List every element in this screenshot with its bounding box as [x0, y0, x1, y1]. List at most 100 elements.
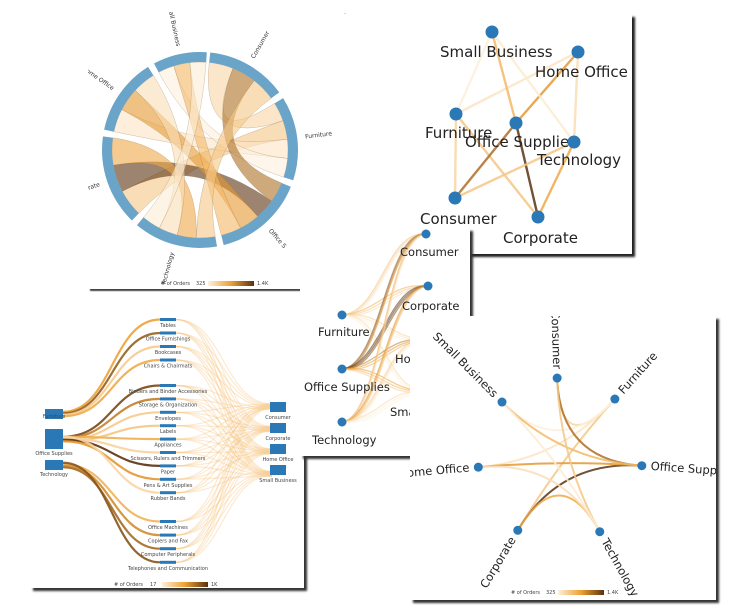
force-node-technology[interactable]	[567, 135, 581, 149]
sankey-node-technology[interactable]	[45, 460, 63, 470]
sankey-link-office-furnishings-corporate	[175, 332, 273, 429]
sankey-node-telephones-and-communication[interactable]	[160, 560, 176, 564]
sankey-link-scissors-rulers-and-trimmers-consumer	[175, 406, 273, 454]
sankey-link-office-supplies-appliances	[62, 435, 161, 441]
chord-arc-consumer[interactable]	[209, 52, 280, 99]
sankey-link-labels-consumer	[175, 404, 273, 427]
sankey-node-chairs-chairmats[interactable]	[160, 358, 176, 362]
radial-edge-technology-small-business	[501, 401, 601, 533]
radial-node-furniture[interactable]	[610, 394, 620, 404]
sankey-label-telephones-and-communication: Telephones and Communication	[127, 566, 208, 572]
sankey-link-tables-consumer	[175, 318, 273, 405]
radial-label-corporate: Corporate	[477, 534, 519, 590]
force-edge-office-supplies-home-office	[515, 51, 579, 124]
radial-edge-technology-consumer	[556, 378, 601, 533]
sankey-node-furniture[interactable]	[45, 409, 63, 419]
sankey-link-scissors-rulers-and-trimmers-home-office	[175, 451, 273, 454]
chord-arc-home-office[interactable]	[104, 66, 154, 132]
legend-gradient	[208, 281, 254, 286]
legend-max: 1.4K	[607, 590, 619, 596]
sankey-node-home-office[interactable]	[270, 444, 286, 454]
force-node-small-business[interactable]	[485, 25, 499, 39]
sankey-link-pens-art-supplies-home-office	[175, 453, 273, 480]
force-node-home-office[interactable]	[571, 45, 585, 59]
sankey-link-computer-peripherals-consumer	[175, 406, 273, 550]
bipartite-node-corporate[interactable]	[423, 281, 433, 291]
sankey-node-tables[interactable]	[160, 318, 176, 321]
sankey-node-envelopes[interactable]	[160, 410, 176, 414]
sankey-node-storage-organization[interactable]	[160, 397, 176, 401]
sankey-label-technology: Technology	[39, 472, 68, 478]
sankey-label-bookcases: Bookcases	[155, 350, 182, 356]
sankey-link-envelopes-corporate	[175, 411, 273, 428]
force-node-corporate[interactable]	[531, 210, 545, 224]
radial-node-technology[interactable]	[595, 527, 605, 537]
sankey-link-chairs-chairmats-home-office	[175, 359, 273, 453]
sankey-node-small-business[interactable]	[270, 465, 286, 475]
bipartite-node-consumer[interactable]	[421, 229, 431, 239]
sankey-node-office-furnishings[interactable]	[160, 331, 176, 335]
sankey-node-computer-peripherals[interactable]	[160, 547, 176, 551]
legend: # of Orders 325 1.4K	[511, 590, 619, 596]
chord-ribbon-furniture-small-business	[158, 65, 288, 178]
sankey-node-binders-and-binder-accessories[interactable]	[160, 384, 176, 387]
force-edge-technology-home-office	[572, 51, 580, 143]
sankey-link-copiers-and-fax-corporate	[175, 427, 273, 536]
sankey-node-labels[interactable]	[160, 424, 176, 428]
bipartite-node-furniture[interactable]	[337, 310, 347, 320]
sankey-node-corporate[interactable]	[270, 423, 286, 433]
sankey-link-storage-organization-small-business	[175, 398, 273, 478]
sankey-link-binders-and-binder-accessories-consumer	[175, 384, 273, 409]
radial-node-corporate[interactable]	[513, 525, 523, 535]
chord-arc-small-business[interactable]	[153, 51, 207, 73]
force-node-office-supplies[interactable]	[509, 116, 523, 130]
sankey-link-rubber-bands-small-business	[175, 470, 273, 494]
force-node-consumer[interactable]	[448, 191, 462, 205]
sankey-node-office-supplies[interactable]	[45, 429, 63, 449]
sankey-node-pens-art-supplies[interactable]	[160, 477, 176, 481]
sankey-node-paper[interactable]	[160, 464, 176, 468]
chord-arc-technology[interactable]	[137, 217, 218, 248]
sankey-link-pens-art-supplies-small-business	[175, 475, 273, 480]
force-edge-office-supplies-corporate	[514, 122, 540, 218]
radial-node-home-office[interactable]	[473, 462, 483, 472]
sankey-node-office-machines[interactable]	[160, 520, 176, 523]
sankey-link-technology-copiers-and-fax	[62, 464, 161, 537]
sankey-link-office-machines-corporate	[175, 426, 273, 523]
force-edge-technology-small-business	[491, 31, 575, 143]
radial-label-home-office: Home Office	[410, 460, 470, 480]
sankey-node-scissors-rulers-and-trimmers[interactable]	[160, 451, 176, 454]
bipartite-edge-office-supplies-consumer	[341, 233, 427, 370]
sankey-node-bookcases[interactable]	[160, 345, 176, 348]
radial-node-small-business[interactable]	[497, 397, 507, 407]
bipartite-node-technology[interactable]	[337, 417, 347, 427]
sankey-link-office-furnishings-home-office	[175, 332, 273, 451]
sankey-link-office-machines-consumer	[175, 404, 273, 523]
sankey-link-pens-art-supplies-corporate	[175, 430, 273, 480]
force-node-furniture[interactable]	[449, 107, 463, 121]
sankey-node-copiers-and-fax[interactable]	[160, 533, 176, 537]
sankey-label-appliances: Appliances	[154, 443, 182, 449]
force-edge-furniture-home-office	[455, 50, 579, 116]
sankey-link-paper-home-office	[175, 452, 273, 467]
bipartite-node-office-supplies[interactable]	[337, 364, 347, 374]
sankey-link-appliances-consumer	[175, 405, 273, 440]
sankey-label-consumer: Consumer	[265, 415, 291, 421]
chord-arc-furniture[interactable]	[274, 98, 298, 181]
legend-gradient	[558, 590, 604, 595]
sankey-label-pens-art-supplies: Pens & Art Supplies	[144, 483, 193, 489]
chord-arc-office-supplies[interactable]	[221, 182, 291, 246]
chord-arc-corporate[interactable]	[101, 136, 139, 221]
force-label-home-office: Home Office	[535, 63, 628, 81]
sankey-node-appliances[interactable]	[160, 437, 176, 441]
sankey-link-rubber-bands-consumer	[175, 403, 273, 494]
force-edge-furniture-small-business	[454, 31, 494, 115]
sankey-node-rubber-bands[interactable]	[160, 491, 176, 495]
sankey-node-consumer[interactable]	[270, 402, 286, 412]
sankey-link-telephones-and-communication-consumer	[175, 407, 273, 563]
radial-node-office-supplies[interactable]	[637, 461, 647, 471]
radial-node-consumer[interactable]	[552, 373, 562, 383]
